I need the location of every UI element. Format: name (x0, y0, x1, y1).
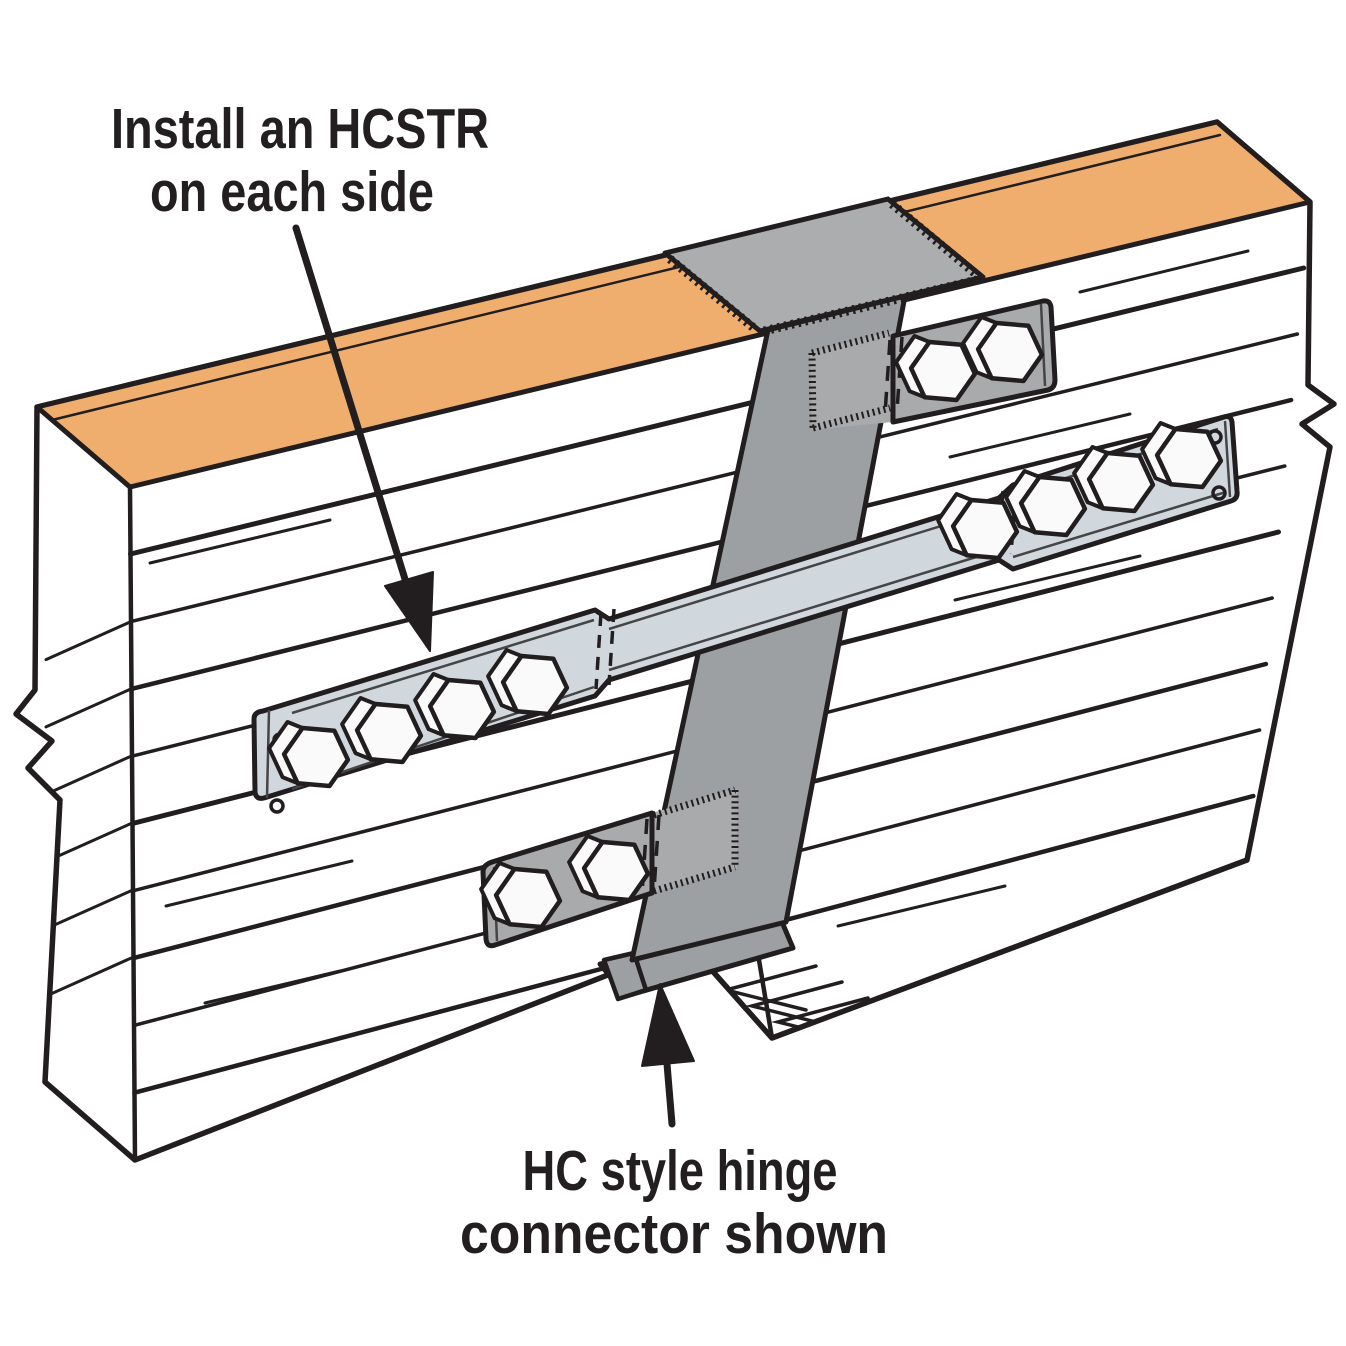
arrow-down-icon (384, 571, 434, 652)
hcstr-strap (251, 414, 1240, 814)
weld-serration-top-tab (808, 329, 891, 432)
hex-bolt (269, 722, 348, 786)
top-chamfer-line (50, 133, 1222, 422)
hinge-bottom-foot (601, 950, 649, 1002)
hex-bolt (938, 494, 1017, 558)
top-label-line2: on each side (150, 160, 434, 224)
hex-bolt (1006, 471, 1085, 535)
bottom-side-strap (481, 786, 739, 949)
callout-bottom: HC style hinge connector shown (460, 983, 888, 1266)
hex-bolt (342, 698, 421, 762)
hex-bolt (488, 650, 567, 714)
top-strap-weld-tab (810, 331, 893, 430)
top-strap-end-edge (1039, 303, 1047, 387)
hex-bolt (1074, 447, 1153, 511)
bottom-strap-weld-tab (652, 788, 737, 893)
weld-serration-saddle (667, 200, 980, 336)
hex-bolt (963, 317, 1042, 381)
hex-bolt (415, 674, 494, 738)
callout-arrow-top-shaft (292, 224, 413, 596)
strap-end-hole (269, 798, 285, 814)
arrow-up-icon (641, 983, 695, 1067)
callout-top: Install an HCSTR on each side (111, 97, 489, 652)
top-side-strap (808, 298, 1058, 432)
strap-end-hole (1211, 485, 1227, 501)
hcstr-strap-end-edges (265, 420, 1232, 799)
bottom-label-line1: HC style hinge (523, 1139, 838, 1203)
lamination-line (129, 332, 1300, 624)
hex-bolt (569, 836, 648, 900)
weld-serration-bottom-tab (652, 786, 739, 895)
hex-bolt (1142, 423, 1221, 487)
hinge-saddle (662, 196, 986, 334)
beam-edge-lines (127, 484, 775, 1163)
top-label-line1: Install an HCSTR (111, 97, 489, 161)
lamination-line (128, 265, 1307, 557)
end-grain-marks-left (44, 620, 133, 998)
bottom-label-line2: connector shown (460, 1202, 888, 1266)
callout-arrow-bottom-shaft (663, 1060, 676, 1128)
hex-bolt (481, 863, 560, 927)
